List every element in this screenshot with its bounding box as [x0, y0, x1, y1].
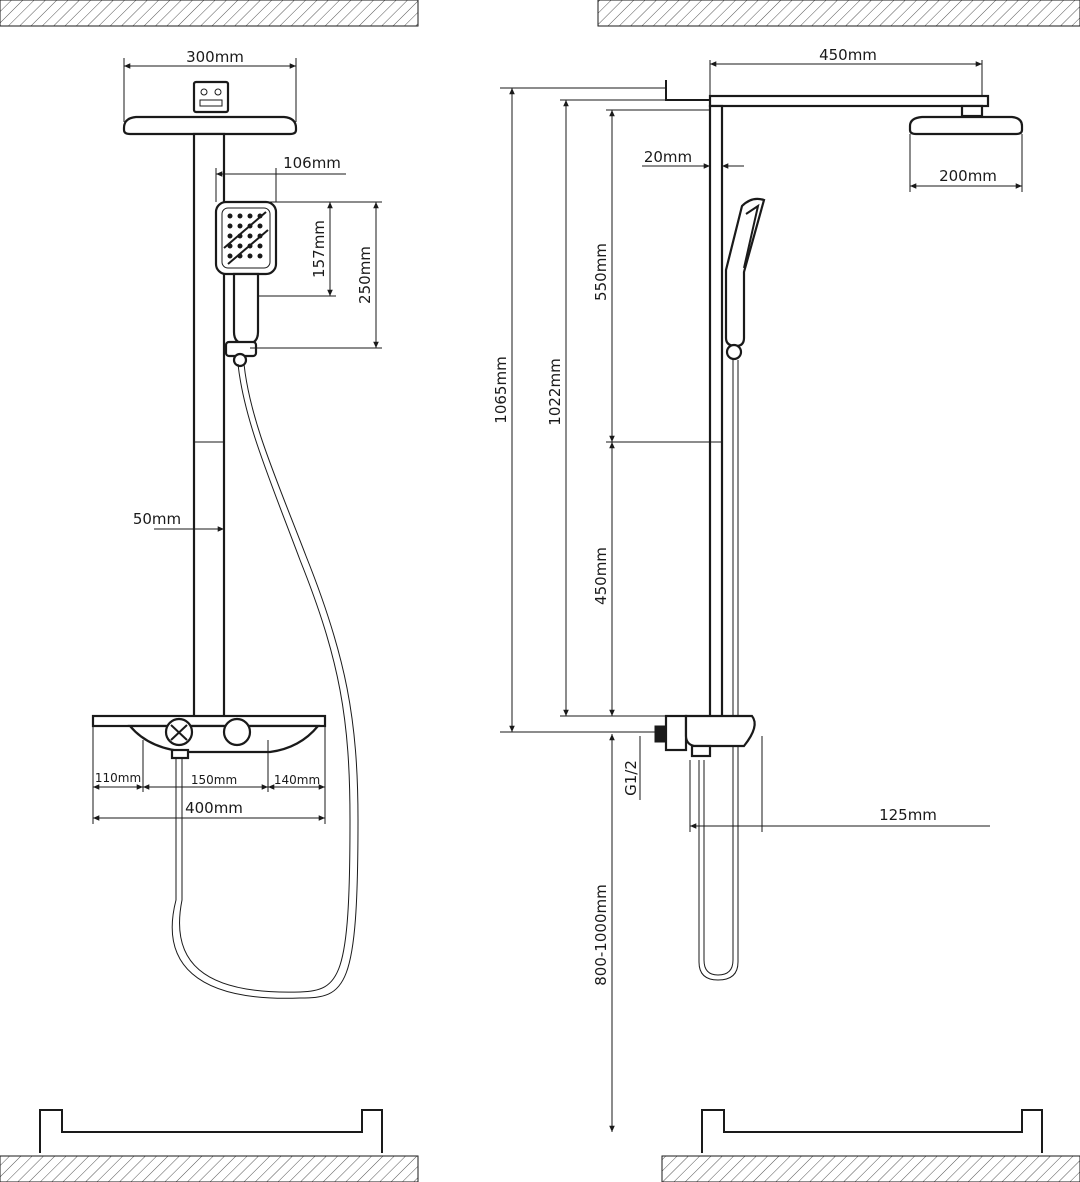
- dim-handshower-width: 106mm: [283, 154, 341, 172]
- side-hand-shower: [724, 197, 766, 361]
- dim-shelf-right: 140mm: [274, 773, 320, 787]
- side-mixer: [654, 714, 756, 758]
- dim-pipe-height: 1022mm: [546, 358, 564, 425]
- side-pipe: [708, 104, 724, 720]
- side-rain-head: [908, 115, 1024, 136]
- side-view: 450mm 20mm 200mm 1065mm 1022mm 550mm 450…: [492, 46, 1024, 1132]
- shower-arm: [708, 94, 990, 108]
- dim-pipe-diameter: 50mm: [133, 510, 181, 528]
- dim-handshower-head-height: 157mm: [310, 220, 328, 278]
- floor-left: [0, 1109, 419, 1182]
- dim-arm-length: 450mm: [819, 46, 877, 64]
- rain-head: [122, 80, 298, 136]
- dim-total-height: 1065mm: [492, 356, 510, 423]
- dim-handshower-total-height: 250mm: [356, 246, 374, 304]
- dim-projection: 125mm: [879, 806, 937, 824]
- dim-head-width: 300mm: [186, 48, 244, 66]
- shelf-mixer: [91, 714, 327, 760]
- dim-head-diameter: 200mm: [939, 167, 997, 185]
- front-view: 300mm 106mm 157mm 250mm 50mm 110mm 150mm…: [91, 48, 382, 999]
- hand-shower: [214, 200, 278, 368]
- dim-install-height: 800-1000mm: [592, 884, 610, 985]
- dim-lower-pipe: 450mm: [592, 547, 610, 605]
- inlet-thread-label: G1/2: [622, 760, 640, 796]
- dim-shelf-width: 400mm: [185, 799, 243, 817]
- dim-shelf-left: 110mm: [95, 771, 141, 785]
- ceiling-right: [597, 0, 1080, 27]
- dim-shelf-center: 150mm: [191, 773, 237, 787]
- hose: [179, 363, 351, 993]
- ceiling-left: [0, 0, 419, 27]
- dim-side-pipe-diameter: 20mm: [644, 148, 692, 166]
- floor-right: [661, 1109, 1080, 1182]
- dim-upper-pipe: 550mm: [592, 243, 610, 301]
